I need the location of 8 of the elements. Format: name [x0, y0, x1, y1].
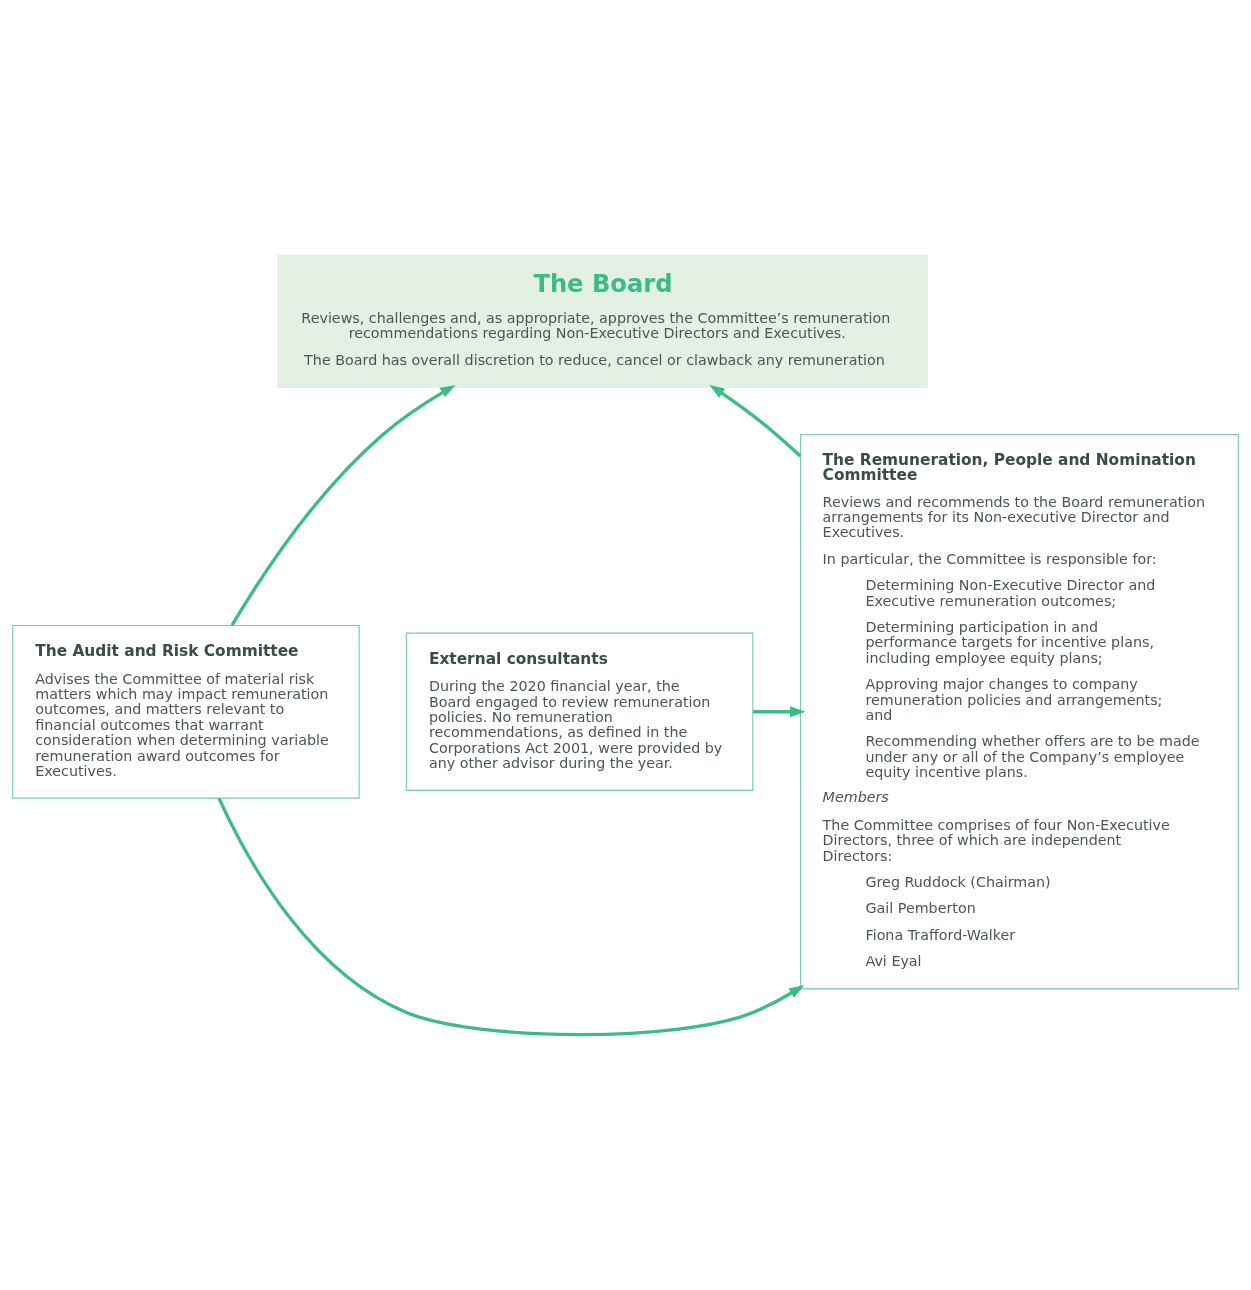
arrow [217, 797, 805, 1037]
arrow [753, 706, 806, 718]
node-box: External consultants During the 2020 financial year, the Board engaged to review remuneration policies. No remuneration recommendations, as defined in the Corporations Act 2001, were provided by any other advisor during the year. [405, 632, 754, 791]
node-box: The Remuneration, People and Nomination Committee Reviews and recommends to the Board remuneration arrangements for its Non-executive Director and Executives. In particular, the Committee is responsible for: Determining Non-Executive Director and Executive remuneration outcomes; Determining participation in and performance targets for incentive plans, including employee equity plans; Approving major changes to company remuneration policies and arrangements; and Recommending whether offers are to be made under any or all of the Company’s employee equity incentive plans. Members The Committee comprises of four Non-Executive Directors, three of which are independent Directors: Greg Ruddock (Chairman) Gail Pemberton Fiona Trafford-Walker Avi Eyal [800, 434, 1239, 990]
arrow [230, 384, 456, 626]
node-box: The Board Reviews, challenges and, as appropriate, approves the Committee’s remuneration recommendations regarding Non-Executive Directors and Executives. The Board has overall discretion to reduce, cancel or clawback any remuneration [277, 254, 929, 388]
node-box: The Audit and Risk Committee Advises the Committee of material risk matters which may impact remuneration outcomes, and matters relevant to financial outcomes that warrant consideration when determining variable remuneration award outcomes for Executives. [12, 624, 360, 799]
arrow [709, 384, 802, 458]
